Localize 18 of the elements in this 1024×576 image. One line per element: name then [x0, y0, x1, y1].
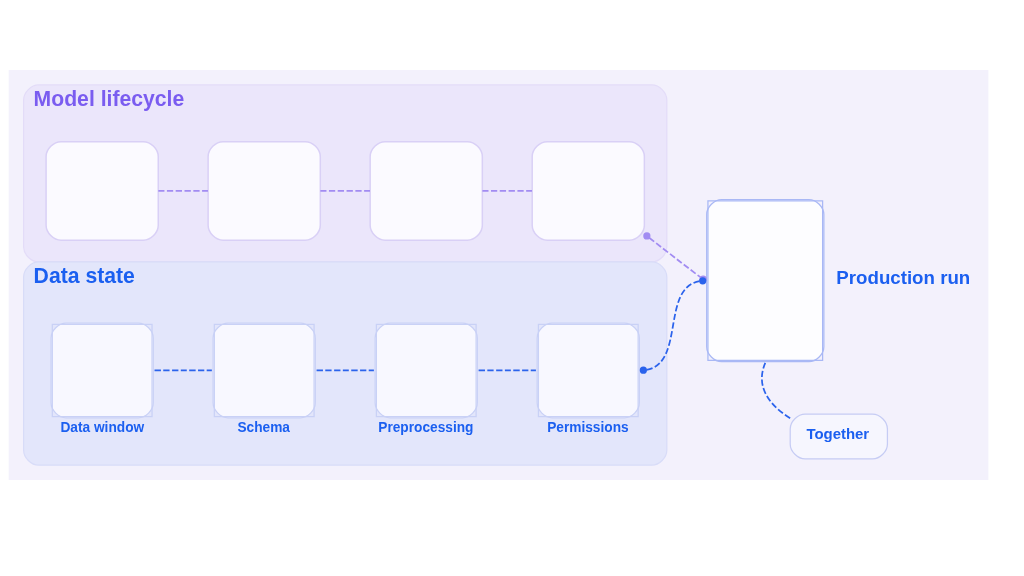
node-label: Preprocessing	[378, 419, 474, 435]
connector	[761, 361, 791, 419]
node-box	[207, 140, 322, 241]
node-label: Permissions	[547, 419, 629, 435]
node-label: Data window	[60, 419, 145, 435]
node-box: Together	[789, 412, 889, 459]
connector	[315, 369, 375, 371]
connector	[157, 189, 209, 192]
node-box	[531, 140, 646, 241]
connector	[153, 369, 213, 371]
cluster: Model lifecycle	[23, 83, 668, 263]
node-box	[369, 140, 484, 241]
node-label: Schema	[237, 419, 290, 435]
connector	[477, 369, 537, 371]
node-box	[45, 140, 159, 241]
node-label: Production run	[836, 266, 971, 288]
connector	[319, 189, 371, 192]
connector	[481, 189, 533, 192]
